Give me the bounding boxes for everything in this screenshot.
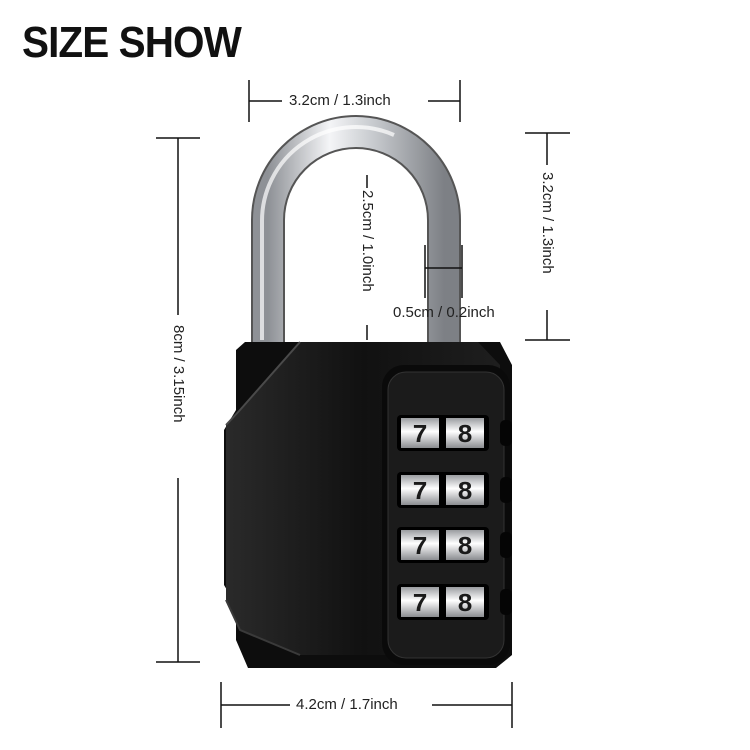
page-title: SIZE SHOW [22, 18, 242, 67]
total-height-label: 8cm / 3.15inch [170, 325, 187, 423]
dial-4-left-digit: 7 [412, 589, 428, 619]
shackle-height-label: 3.2cm / 1.3inch [539, 172, 556, 274]
shackle-width-label: 3.2cm / 1.3inch [289, 92, 391, 109]
dial-3-right-digit: 8 [457, 532, 473, 562]
body-width-label: 4.2cm / 1.7inch [296, 696, 398, 713]
dial-3-left-digit: 7 [412, 532, 428, 562]
dial-1-left-digit: 7 [412, 420, 428, 450]
shackle-inner-height-label: 2.5cm / 1.0inch [359, 190, 376, 292]
shackle [251, 115, 461, 345]
dimension-lines [156, 80, 570, 728]
shackle-diameter-label: 0.5cm / 0.2inch [393, 304, 495, 321]
dial-2-left-digit: 7 [412, 477, 428, 507]
dial-1-right-digit: 8 [457, 420, 473, 450]
dial-4-right-digit: 8 [457, 589, 473, 619]
dial-2-right-digit: 8 [457, 477, 473, 507]
